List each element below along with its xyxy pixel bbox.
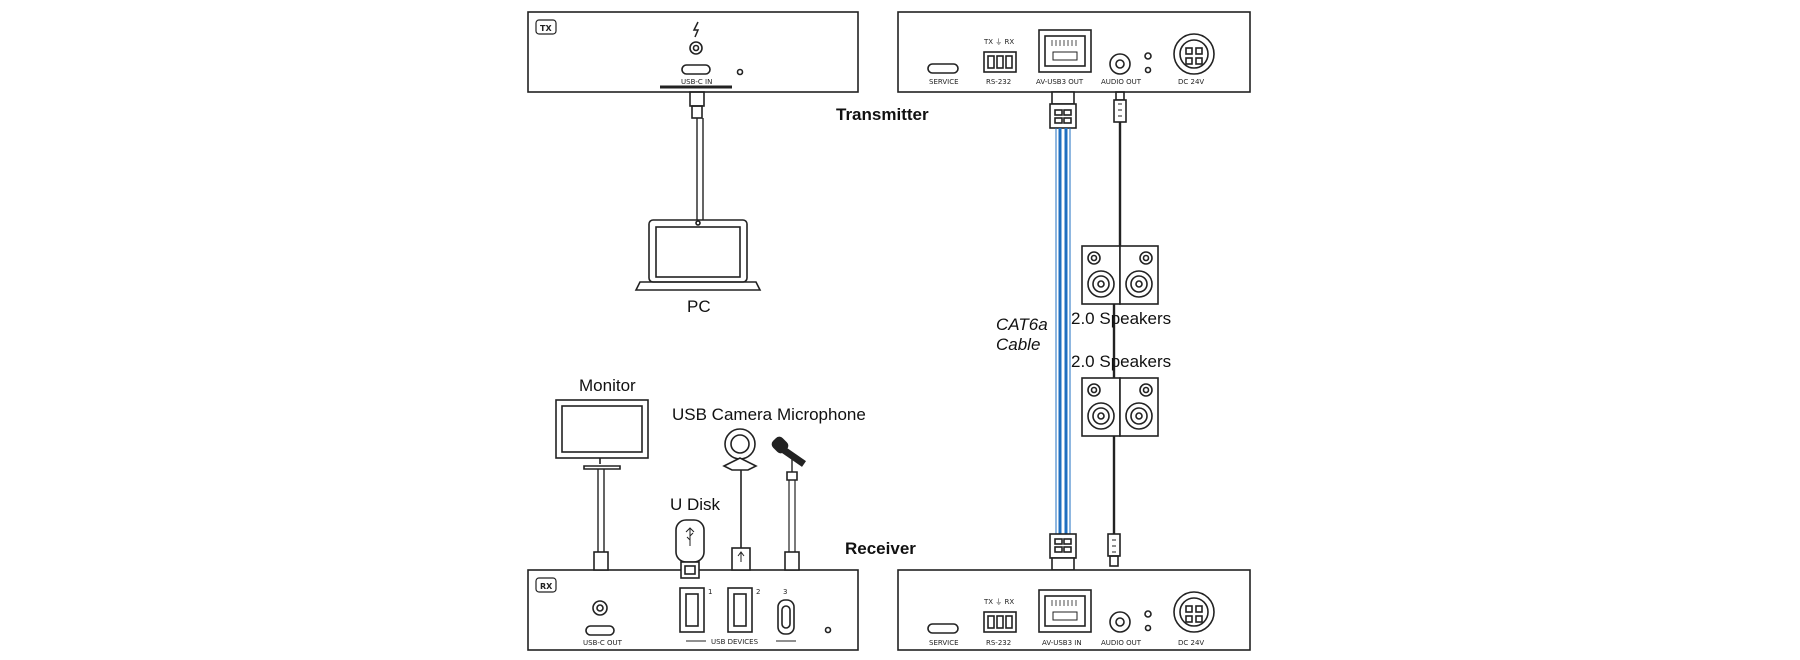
monitor-label: Monitor (579, 376, 636, 395)
speakers-bottom-label: 2.0 Speakers (1071, 352, 1171, 371)
pc-laptop (634, 219, 762, 291)
pc-label: PC (687, 297, 711, 316)
lightning-bolt-icon (692, 21, 700, 38)
tx-av-usb3-out-label: AV-USB3 OUT (1036, 78, 1084, 86)
monitor (555, 399, 649, 470)
microphone-label: Microphone (777, 405, 866, 424)
rx-dc-label: DC 24V (1178, 639, 1204, 647)
tx-service-label: SERVICE (929, 78, 959, 86)
u-disk-label: U Disk (670, 495, 721, 514)
u-disk (675, 519, 705, 579)
tx-badge: TX (540, 24, 552, 33)
tx-dc-label: DC 24V (1178, 78, 1204, 86)
usb-port-num-1: 1 (708, 588, 712, 596)
usb-camera-label: USB Camera (672, 405, 773, 424)
rx-rs232-label: RS-232 (986, 639, 1011, 647)
transmitter-label: Transmitter (836, 105, 929, 124)
usbc-in-label: USB-C IN (681, 78, 712, 86)
tx-audio-out-label: AUDIO OUT (1101, 78, 1142, 86)
usb-port-num-3: 3 (783, 588, 787, 596)
tx-right-unit: SERVICE TX ⏚ RX RS-232 AV-USB3 OUT AUDIO… (897, 11, 1251, 93)
tx-rs232-label: RS-232 (986, 78, 1011, 86)
speakers-top (1081, 245, 1159, 305)
rx-audio-out-label: AUDIO OUT (1101, 639, 1142, 647)
rx-left-unit: RX USB-C OUT 1 2 3 USB DEVICES (527, 569, 859, 651)
rx-right-unit: SERVICE TX ⏚ RX RS-232 AV-USB3 IN AUDIO … (897, 569, 1251, 651)
usbc-out-label: USB-C OUT (583, 639, 623, 647)
tx-left-unit: TX USB-C IN (527, 11, 859, 93)
microphone (771, 436, 806, 481)
speakers-top-label: 2.0 Speakers (1071, 309, 1171, 328)
rx-rs232-pins: TX ⏚ RX (983, 598, 1014, 606)
speakers-bottom (1081, 377, 1159, 437)
usb-devices-label: USB DEVICES (711, 638, 759, 646)
rx-av-usb3-in-label: AV-USB3 IN (1042, 639, 1082, 647)
usb-camera (722, 428, 758, 471)
cable-label-line2: Cable (996, 335, 1040, 354)
rx-badge: RX (540, 582, 553, 591)
cable-label-line1: CAT6a (996, 315, 1048, 334)
rx-service-label: SERVICE (929, 639, 959, 647)
tx-rs232-pins: TX ⏚ RX (983, 38, 1014, 46)
receiver-label: Receiver (845, 539, 916, 558)
usb-port-num-2: 2 (756, 588, 760, 596)
